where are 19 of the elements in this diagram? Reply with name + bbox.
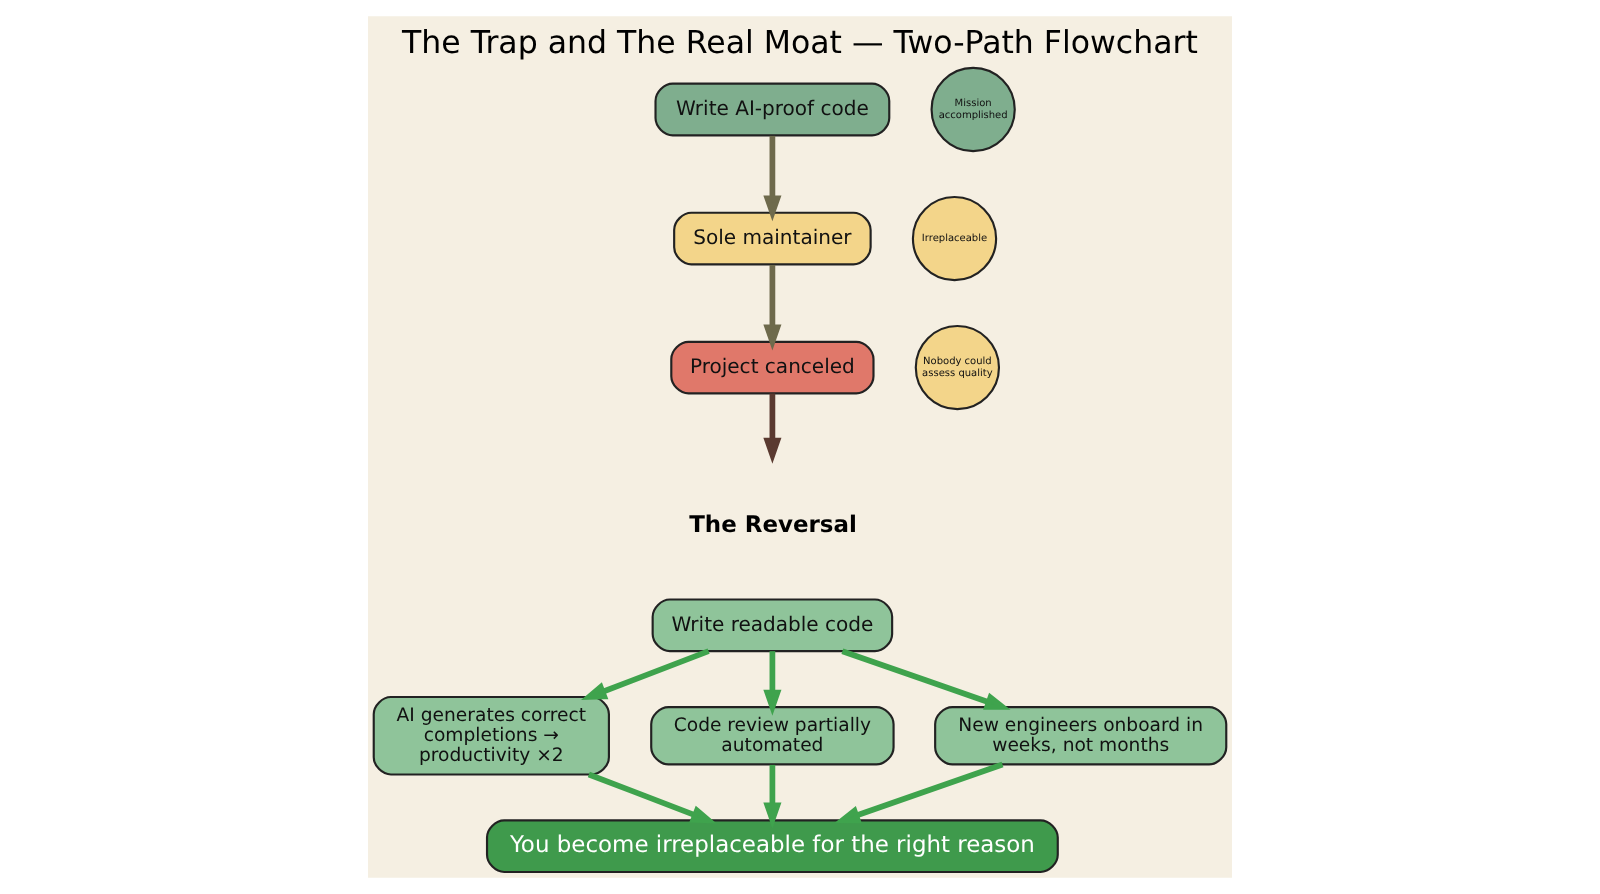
label: The Reversal (689, 509, 857, 538)
arrow (580, 648, 710, 701)
arrow (763, 135, 782, 222)
node-box: Write AI-proof code (654, 82, 891, 137)
node-box: New engineers onboard in weeks, not months (934, 706, 1228, 766)
node-box: You become irreplaceable for the right reason (485, 819, 1059, 874)
node-box: Project canceled (670, 340, 875, 395)
arrow (763, 264, 782, 351)
diagram-title: The Trap and The Real Moat — Two-Path Flowchart (402, 22, 1198, 61)
node-box: Sole maintainer (673, 211, 872, 266)
arrow (763, 764, 782, 829)
node-box: Code review partially automated (650, 706, 895, 766)
arrow (763, 393, 782, 464)
node-box: AI generates correct completions → productivity ×2 (372, 695, 610, 776)
arrow (763, 651, 782, 716)
arrow (587, 771, 717, 824)
arrow (841, 648, 1011, 710)
node-box: Write readable code (651, 598, 894, 653)
arrow (834, 761, 1004, 824)
